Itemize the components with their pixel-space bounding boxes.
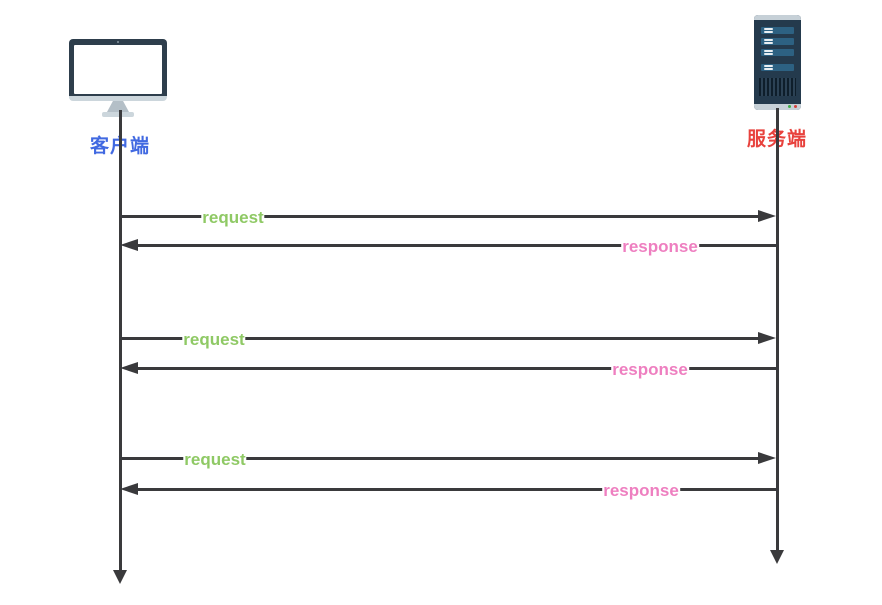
monitor-screen [74,45,162,94]
client-lifeline [119,110,122,570]
led-red-icon [794,105,797,108]
message-arrow-line [138,488,779,491]
arrowhead-left-icon [120,483,138,495]
message-arrow-line [121,215,758,218]
message-label: response [621,237,699,257]
client-lifeline-arrowhead-icon [113,570,127,584]
arrowhead-right-icon [758,452,776,464]
monitor-stand-neck [107,101,129,112]
monitor-stand-base [102,112,134,117]
arrowhead-right-icon [758,332,776,344]
server-top-cap [754,15,801,20]
arrowhead-right-icon [758,210,776,222]
server-drive-bay [761,49,794,56]
arrowhead-left-icon [120,362,138,374]
server-vent-grille [759,78,796,96]
monitor-frame [69,39,167,96]
message-arrow-line [138,244,779,247]
server-drive-slats [754,20,801,75]
monitor-chin [69,96,167,101]
led-green-icon [788,105,791,108]
message-label: response [602,481,680,501]
server-bottom-cap [754,104,801,110]
monitor-icon [69,39,167,117]
message-label: response [611,360,689,380]
message-label: request [182,330,246,350]
arrowhead-left-icon [120,239,138,251]
message-label: request [183,450,247,470]
server-drive-bay [761,64,794,71]
server-lifeline [776,108,779,550]
camera-dot-icon [117,41,119,43]
message-arrow-line [138,367,779,370]
message-arrow-line [121,337,758,340]
server-drive-bay [761,38,794,45]
server-lifeline-arrowhead-icon [770,550,784,564]
server-drive-bay [761,27,794,34]
server-icon [754,15,801,110]
message-label: request [201,208,265,228]
message-arrow-line [121,457,758,460]
